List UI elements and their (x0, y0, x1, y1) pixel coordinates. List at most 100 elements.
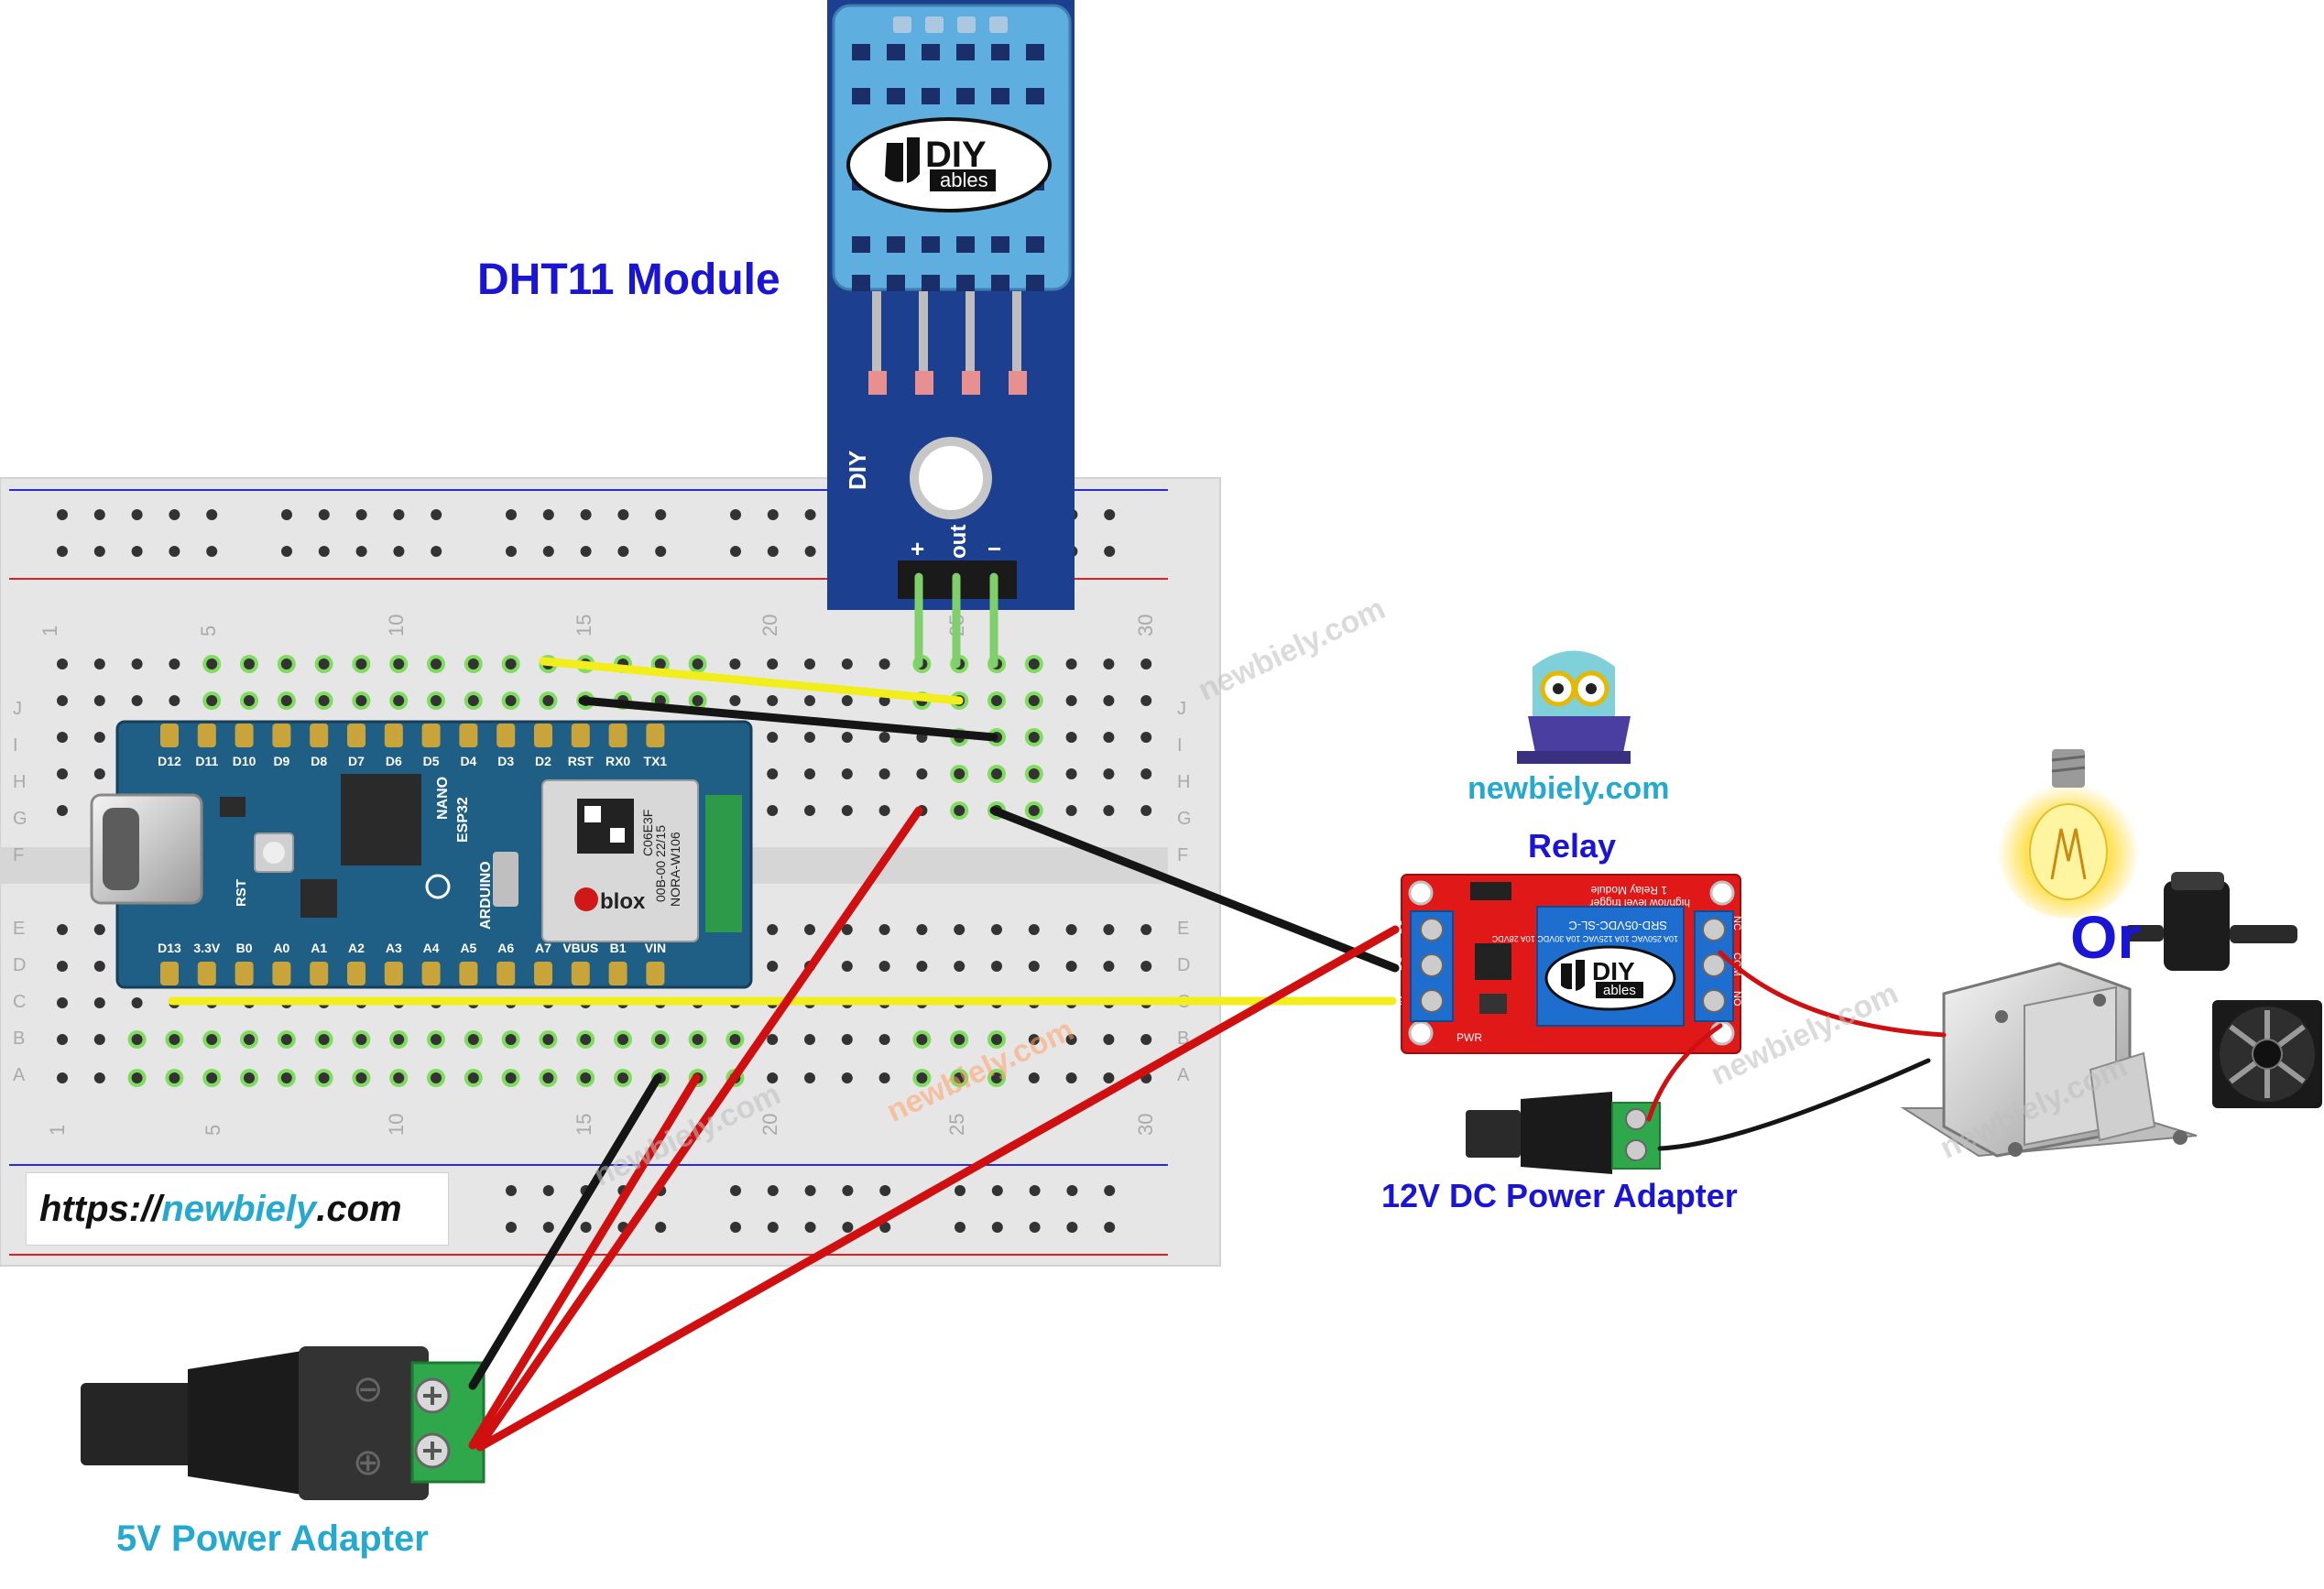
breadboard-hole (991, 1222, 1003, 1233)
column-number: 10 (385, 1114, 408, 1136)
dht-brand: DIY (925, 135, 987, 175)
arduino-pin-label: B1 (610, 941, 627, 955)
breadboard-hole (467, 1034, 479, 1045)
arduino-pin-label: D6 (386, 754, 402, 768)
dht11-vent (922, 236, 940, 253)
relay-component (1479, 994, 1507, 1014)
arduino-bottom-pads (160, 962, 665, 985)
arduino-pin-label: RST (568, 754, 594, 768)
breadboard-hole (1028, 924, 1040, 935)
sensor-pad (868, 371, 887, 395)
dht11-vent (956, 88, 975, 104)
breadboard-hole (841, 1072, 853, 1083)
breadboard-hole (505, 1072, 517, 1083)
arduino-pin-label: D2 (535, 754, 551, 768)
breadboard-hole (804, 1222, 816, 1233)
dht11-vent (893, 16, 911, 33)
breadboard-hole (767, 509, 779, 520)
arduino-pad (347, 724, 366, 747)
dht11-vent (956, 275, 975, 291)
laptop-screen (1528, 716, 1631, 753)
breadboard-hole (467, 1072, 479, 1083)
dht11-vent (957, 16, 976, 33)
breadboard-hole (206, 546, 218, 557)
relay-mount-hole (1408, 1020, 1434, 1046)
relay-mount-hole (1709, 880, 1735, 906)
terminal-screw (1420, 989, 1444, 1013)
dht11-module: DIY ables DIY + out − (827, 0, 1075, 610)
breadboard-hole (804, 1185, 816, 1196)
breadboard-hole (580, 509, 592, 520)
breadboard-hole (804, 924, 815, 935)
breadboard-hole (991, 1034, 1002, 1045)
breadboard-hole (542, 1222, 554, 1233)
arduino-pin-label: A4 (423, 941, 440, 955)
row-letter: J (1177, 699, 1186, 719)
pump-body (2164, 881, 2230, 971)
sensor-leg (872, 291, 881, 374)
breadboard-hole (431, 1034, 442, 1045)
breadboard-hole (767, 1185, 779, 1196)
usb-c-port (103, 808, 139, 890)
pump-top (2171, 872, 2224, 890)
relay-mount-hole (1408, 880, 1434, 906)
arduino-pad (646, 962, 665, 985)
breadboard-hole (505, 1034, 517, 1045)
arduino-pad (310, 724, 329, 747)
relay-brand-sub-bg (1596, 982, 1643, 998)
breadboard-hole (580, 1034, 592, 1045)
breadboard-hole (506, 546, 517, 557)
breadboard-hole (954, 1034, 966, 1045)
breadboard-hole (991, 961, 1002, 972)
breadboard-hole (1104, 1185, 1116, 1196)
breadboard-hole (879, 1222, 891, 1233)
dht11-vent (887, 236, 905, 253)
breadboard-hole (878, 961, 890, 972)
row-letter: G (1177, 809, 1192, 829)
breadboard-hole (131, 509, 143, 520)
board-text-nano: NANO (435, 777, 451, 820)
breadboard-hole (467, 658, 479, 669)
breadboard-hole (955, 1185, 966, 1196)
arduino-pad (235, 724, 254, 747)
breadboard-hole (93, 509, 105, 520)
row-letter: F (1177, 845, 1188, 865)
breadboard-hole (542, 546, 554, 557)
ublox-logo-icon (574, 887, 598, 911)
dht-brand-sub: ables (940, 169, 988, 191)
fan-hub (2252, 1039, 2283, 1070)
breadboard-hole (355, 546, 367, 557)
breadboard-hole (281, 546, 292, 557)
breadboard-hole (1065, 1034, 1077, 1045)
breadboard-hole (1104, 1222, 1116, 1233)
breadboard-hole (1104, 546, 1116, 557)
breadboard-hole (842, 1185, 854, 1196)
module-text: NORA-W106 (668, 832, 682, 907)
wire-black-5v-gnd (468, 1073, 662, 1390)
breadboard-hole (878, 1034, 890, 1045)
breadboard-hole (93, 1072, 105, 1083)
breadboard-hole (131, 1034, 143, 1045)
arduino-pin-label: B0 (236, 941, 253, 955)
breadboard-hole (767, 695, 779, 706)
dht11-sensor-legs (868, 291, 1027, 395)
arduino-pad (534, 724, 552, 747)
arduino-pad (571, 962, 590, 985)
breadboard-hole (1103, 768, 1115, 779)
module-text: 00B-00 22/15 (653, 825, 668, 902)
esp32-chip (341, 774, 421, 865)
column-number: 30 (1134, 1114, 1157, 1136)
small-chip (493, 852, 518, 907)
breadboard-hole (654, 1034, 666, 1045)
wire-red-relay-com (1718, 950, 1947, 1038)
breadboard-hole (1028, 695, 1040, 706)
breadboard-hole (804, 658, 815, 669)
row-letter: E (1177, 919, 1189, 939)
breadboard-hole (131, 695, 143, 706)
url-brand: newbiely (161, 1188, 317, 1229)
diyables-logo-badge (846, 117, 1052, 212)
rst-label: RST (234, 879, 249, 907)
column-number: 25 (945, 1114, 968, 1136)
breadboard-hole (878, 1072, 890, 1083)
arduino-pad (197, 724, 216, 747)
